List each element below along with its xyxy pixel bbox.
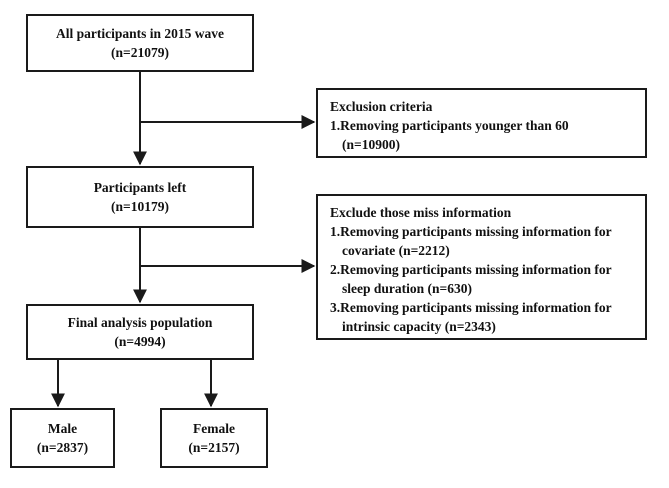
participants-left-title: Participants left [93, 180, 187, 195]
box-male: Male (n=2837) [10, 408, 115, 468]
male-title: Male [47, 421, 78, 436]
box-missing-information: Exclude those miss information 1.Removin… [316, 194, 647, 340]
box-all-participants: All participants in 2015 wave (n=21079) [26, 14, 254, 72]
missing-title: Exclude those miss information [330, 205, 512, 220]
participants-left-count: (n=10179) [111, 199, 169, 214]
missing-line-3: 2.Removing participants missing informat… [330, 262, 612, 277]
box-participants-left: Participants left (n=10179) [26, 166, 254, 228]
exclusion-title: Exclusion criteria [330, 99, 433, 114]
male-count: (n=2837) [36, 440, 89, 455]
missing-line-5: 3.Removing participants missing informat… [330, 300, 612, 315]
all-participants-title: All participants in 2015 wave [55, 26, 224, 41]
missing-line-6: intrinsic capacity (n=2343) [342, 319, 496, 334]
missing-line-4: sleep duration (n=630) [342, 281, 472, 296]
exclusion-item-1-count: (n=10900) [342, 137, 400, 152]
box-exclusion-criteria: Exclusion criteria 1.Removing participan… [316, 88, 647, 158]
final-analysis-title: Final analysis population [67, 315, 213, 330]
missing-line-2: covariate (n=2212) [342, 243, 450, 258]
box-female: Female (n=2157) [160, 408, 268, 468]
female-title: Female [193, 421, 235, 436]
box-final-analysis: Final analysis population (n=4994) [26, 304, 254, 360]
final-analysis-count: (n=4994) [114, 334, 166, 349]
all-participants-count: (n=21079) [111, 45, 169, 60]
missing-line-1: 1.Removing participants missing informat… [330, 224, 612, 239]
female-count: (n=2157) [188, 440, 240, 455]
exclusion-item-1: 1.Removing participants younger than 60 [330, 118, 569, 133]
